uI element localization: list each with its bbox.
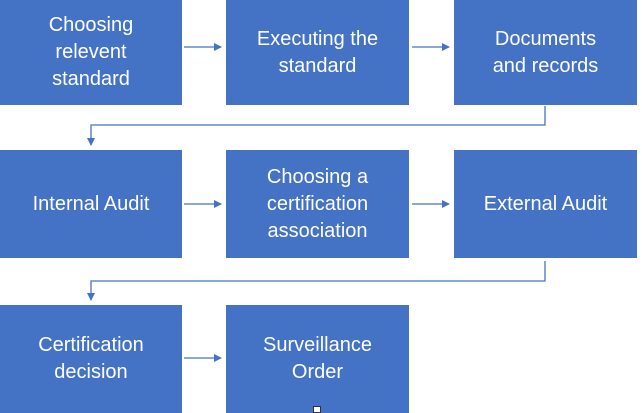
step-surveillance-order: Surveillance Order: [226, 305, 409, 413]
step-label: Surveillance Order: [263, 334, 372, 383]
step-label: Executing the standard: [256, 27, 379, 77]
resize-handle[interactable]: [313, 406, 321, 413]
step-label: Choosing a certification association: [266, 165, 369, 242]
step-executing-the-standard: Executing the standard: [226, 0, 409, 105]
step-label: Choosing relevent standard: [48, 14, 134, 90]
arrow-step6-to-step7: [87, 261, 546, 301]
step-internal-audit: Internal Audit: [0, 150, 182, 258]
step-external-audit: External Audit: [454, 150, 637, 258]
step-choosing-relevent-standard: Choosing relevent standard: [0, 0, 182, 105]
step-label: Documents and records: [492, 27, 599, 77]
step-documents-and-records: Documents and records: [454, 0, 637, 105]
step-choosing-certification-association: Choosing a certification association: [226, 150, 409, 258]
step-label: Internal Audit: [32, 192, 150, 215]
arrow-step3-to-step4: [87, 106, 546, 146]
step-label: External Audit: [483, 192, 608, 215]
step-label: Certification decision: [38, 334, 144, 383]
step-certification-decision: Certification decision: [0, 305, 182, 413]
